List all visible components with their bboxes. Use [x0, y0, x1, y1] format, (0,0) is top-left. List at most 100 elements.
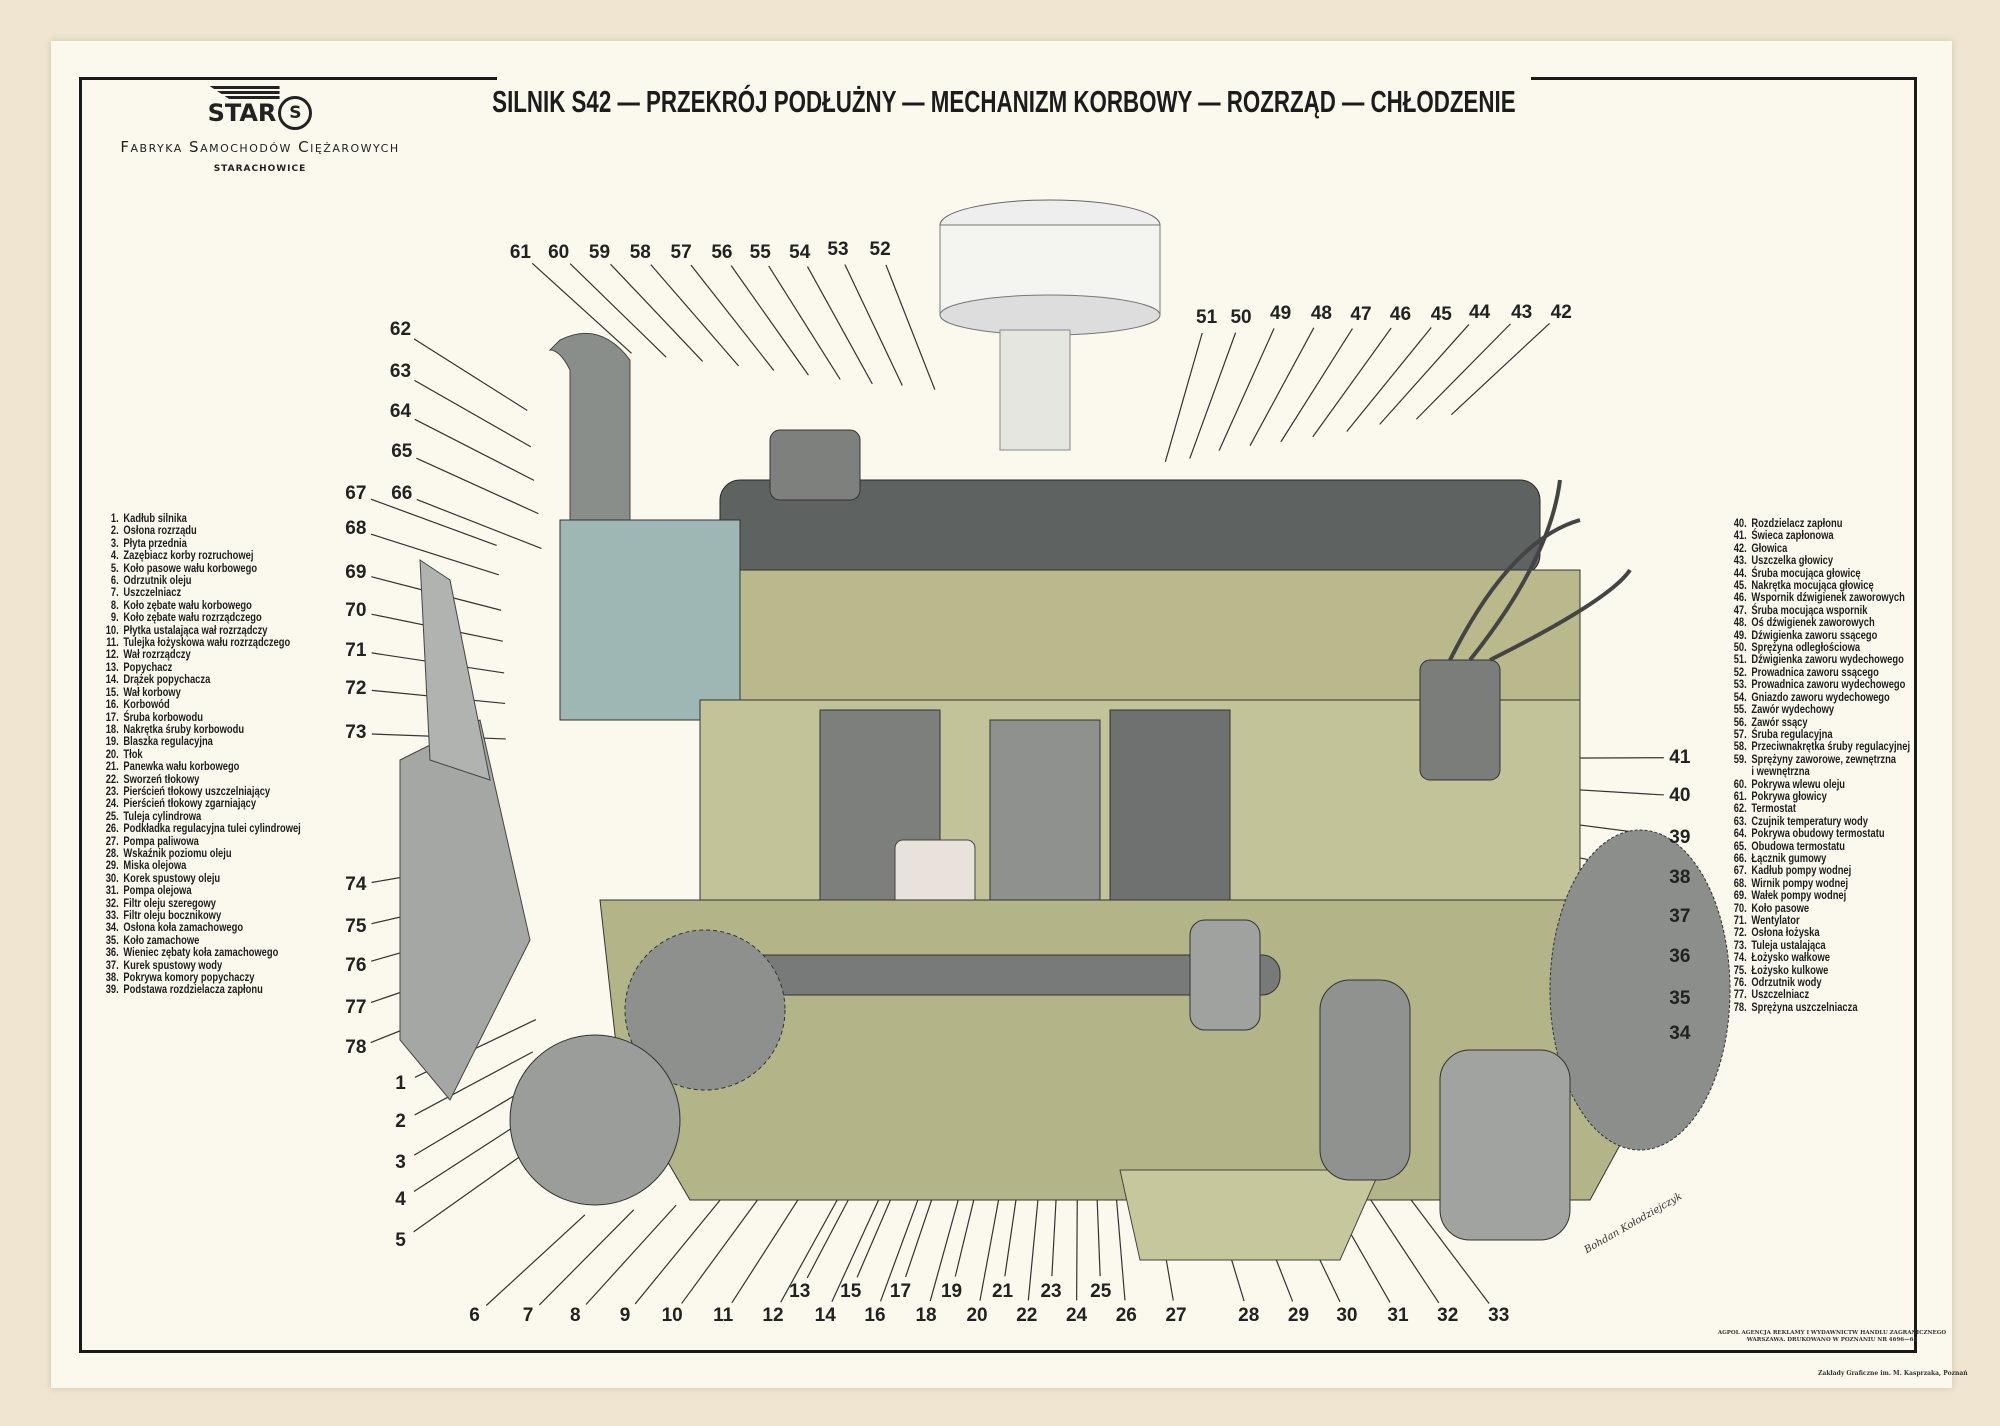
legend-label: Sworzeń tłokowy [123, 771, 200, 786]
callout-21: 21 [991, 1281, 1014, 1303]
legend-item: 73.Tuleja ustalająca [1728, 937, 1910, 952]
legend-label: Koło pasowe wału korbowego [123, 560, 258, 575]
legend-item: 37. Kurek spustowy wody [100, 957, 301, 972]
callout-22: 22 [1016, 1305, 1038, 1327]
legend-item: 21.Panewka wału korbowego [100, 760, 301, 773]
poster-title: SILNIK S42 — PRZEKRÓJ PODŁUŻNY — MECHANI… [492, 84, 1516, 119]
legend-label: Prowadnica zaworu ssącego [1751, 664, 1879, 679]
legend-number: 65. [1733, 838, 1747, 853]
legend-item: 45.Nakrętka mocująca głowicę [1728, 578, 1910, 593]
legend-label: Wieniec zębaty koła zamachowego [123, 945, 279, 960]
legend-number: 50. [1733, 640, 1747, 655]
callout-75: 75 [345, 916, 367, 938]
legend-label: Wał korbowy [123, 684, 181, 699]
legend-label: Zawór ssący [1751, 714, 1808, 729]
legend-number: 54. [1733, 689, 1747, 704]
callout-37: 37 [1669, 906, 1691, 928]
callout-55: 55 [749, 241, 771, 263]
callout-68: 68 [345, 518, 367, 540]
callout-57: 57 [670, 241, 692, 263]
leader-line [413, 1118, 527, 1193]
legend-label: Uszczelniacz [123, 585, 182, 600]
legend-item: 2.Osłona rozrządu [100, 524, 301, 537]
legend-number: 62. [1733, 801, 1747, 816]
legend-item: 22. Sworzeń tłokowy [100, 771, 301, 786]
callout-40: 40 [1669, 784, 1691, 806]
legend-number: 44. [1733, 565, 1747, 580]
leader-line [485, 1214, 586, 1306]
legend-number: 31. [105, 883, 119, 898]
legend-label: Kurek spustowy wody [123, 957, 223, 972]
legend-label: Wałek pompy wodnej [1751, 888, 1847, 903]
leader-line [414, 1051, 534, 1116]
legend-item: 24.Pierścień tłokowy zgarniający [100, 796, 301, 811]
legend-label: Tuleja cylindrowa [123, 808, 202, 823]
callout-31: 31 [1387, 1305, 1409, 1327]
legend-label: Śruba mocująca wspornik [1751, 602, 1868, 617]
callout-72: 72 [345, 677, 367, 699]
callout-26: 26 [1115, 1305, 1137, 1327]
legend-item: 51.Dźwigienka zaworu wydechowego [1728, 653, 1910, 666]
legend-label: Korek spustowy oleju [123, 870, 221, 885]
legend-number: 37. [105, 957, 119, 972]
legend-item: 33.Filtr oleju bocznikowy [100, 909, 301, 922]
callout-47: 47 [1350, 304, 1372, 326]
legend-number: 9. [110, 610, 119, 625]
legend-label: Korbowód [123, 697, 170, 712]
legend-number: 25. [105, 808, 119, 823]
legend-label: Uszczelka głowicy [1751, 553, 1834, 568]
callout-67: 67 [345, 482, 367, 504]
legend-label: Koło zębate wału rozrządczego [123, 610, 262, 625]
legend-label: Sprężyna odległościowa [1751, 640, 1861, 655]
legend-number: 15. [105, 684, 119, 699]
fan-blade-upper [419, 559, 491, 781]
callout-44: 44 [1469, 301, 1491, 323]
legend-number: 22. [105, 771, 119, 786]
legend-number: 57. [1733, 726, 1747, 741]
callout-23: 23 [1040, 1281, 1062, 1303]
legend-label: Nakrętka mocująca głowicę [1751, 578, 1874, 593]
legend-item: 25. Tuleja cylindrowa [100, 808, 301, 823]
callout-54: 54 [789, 241, 811, 263]
legend-item: 67.Kadłub pompy wodnej [1728, 864, 1910, 877]
leader-line [1415, 323, 1511, 420]
legend-item: 4.Zazębiacz korby rozruchowej [100, 549, 301, 562]
legend-label: Uszczelniacz [1751, 987, 1810, 1002]
legend-number: 47. [1733, 602, 1747, 617]
legend-item: 5.Koło pasowe wału korbowego [100, 560, 301, 575]
legend-number: 40. [1733, 516, 1747, 530]
legend-item: 58.Przeciwnakrętka śruby regulacyjnej [1728, 740, 1910, 753]
leader-line [413, 338, 528, 412]
flywheel [1549, 829, 1731, 1151]
legend-number: 46. [1733, 590, 1747, 605]
legend-item: 43.Uszczelka głowicy [1728, 553, 1910, 568]
legend-number: 11. [106, 635, 119, 650]
water-jacket [559, 519, 741, 721]
legend-item: 29.Miska olejowa [100, 859, 301, 872]
leader-line [414, 379, 532, 448]
callout-52: 52 [869, 239, 891, 260]
legend-number: 42. [1733, 540, 1747, 555]
star-emblem: STAR S [208, 86, 313, 130]
callout-33: 33 [1488, 1305, 1510, 1327]
legend-number: 23. [105, 783, 119, 798]
timing-gear [624, 929, 786, 1091]
legend-item: 28.Wskaźnik poziomu oleju [100, 845, 301, 860]
legend-number: 24. [105, 796, 119, 811]
fan-blade [399, 719, 531, 1101]
legend-label: Sprężyna uszczelniacza [1751, 999, 1858, 1014]
leader-line [370, 533, 499, 576]
legend-number: 14. [105, 672, 119, 687]
legend-item: 19.Blaszka regulacyjna [100, 735, 301, 748]
firm-name: Fabryka Samochodów Ciężarowych [120, 138, 400, 156]
legend-item: 49.Dźwigienka zaworu ssącego [1728, 628, 1910, 641]
legend-label: Pierścień tłokowy uszczelniający [123, 783, 271, 798]
legend-number: 28. [105, 845, 119, 860]
legend-item: 13.Popychacz [100, 660, 301, 673]
star-logo: STAR S Fabryka Samochodów Ciężarowych ST… [110, 86, 410, 174]
leader-line [634, 1199, 721, 1305]
legend-label: Tuleja ustalająca [1751, 937, 1826, 952]
legend-item: 20.Tłok [100, 747, 301, 760]
legend-item: 8.Koło zębate wału korbowego [100, 598, 301, 611]
callout-11: 11 [713, 1305, 734, 1327]
